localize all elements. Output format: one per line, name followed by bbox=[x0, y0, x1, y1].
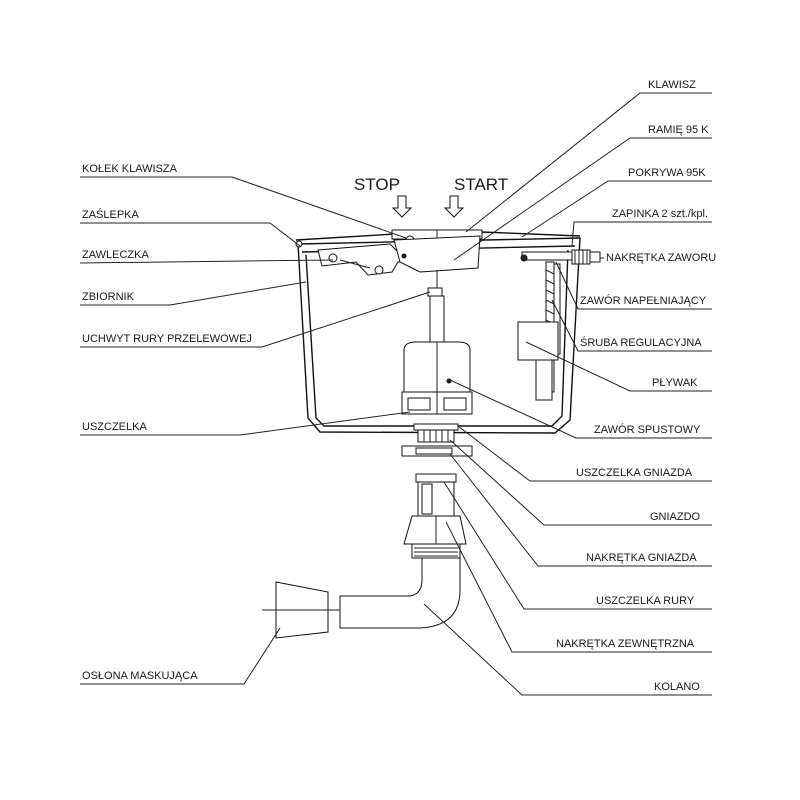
label-uchwyt-rury: UCHWYT RURY PRZELEWOWEJ bbox=[82, 333, 252, 345]
label-zawor-spustowy: ZAWÓR SPUSTOWY bbox=[594, 423, 701, 436]
leader-nakretka-gniazda bbox=[449, 453, 712, 567]
leader-uchwyt-rury bbox=[80, 291, 431, 348]
label-oslona: OSŁONA MASKUJĄCA bbox=[82, 670, 198, 682]
label-zapinka: ZAPINKA 2 szt./kpl. bbox=[612, 208, 708, 220]
leader-kolek-klawisza bbox=[80, 176, 407, 239]
leader-uszczelka-gniazda bbox=[457, 425, 712, 482]
leader-uszczelka-rury bbox=[443, 481, 712, 610]
leader-zaslepka bbox=[80, 222, 301, 247]
masking-cover bbox=[262, 581, 340, 639]
valve-seat bbox=[401, 423, 473, 457]
leader-sruba bbox=[551, 299, 712, 352]
elbow-pipe bbox=[339, 557, 461, 629]
start-arrow-icon bbox=[443, 195, 465, 218]
leader-zapinka bbox=[571, 221, 712, 247]
leader-uszczelka bbox=[80, 411, 411, 436]
label-plywak: PŁYWAK bbox=[652, 377, 698, 389]
label-uszczelka: USZCZELKA bbox=[82, 421, 147, 433]
leader-gniazdo bbox=[449, 439, 712, 526]
label-gniazdo: GNIAZDO bbox=[650, 511, 701, 523]
left-labels: KOŁEK KLAWISZA ZAŚLEPKA ZAWLECZKA ZBIORN… bbox=[79, 163, 431, 685]
filling-valve bbox=[517, 249, 601, 401]
overflow-tube bbox=[427, 270, 445, 345]
stop-label: STOP bbox=[354, 175, 400, 194]
leader-zawor-napelniajacy bbox=[555, 261, 712, 310]
leader-kolano bbox=[423, 603, 712, 696]
flush-valve bbox=[401, 341, 473, 415]
pipe-assembly bbox=[403, 473, 467, 559]
label-zaslepka: ZAŚLEPKA bbox=[82, 208, 140, 221]
label-zawor-napelniajacy: ZAWÓR NAPEŁNIAJĄCY bbox=[580, 294, 707, 307]
leader-pokrywa bbox=[521, 180, 712, 238]
leader-nakretka-zewnetrzna bbox=[445, 521, 712, 653]
label-uszczelka-rury: USZCZELKA RURY bbox=[596, 595, 695, 607]
leader-plywak bbox=[525, 341, 712, 392]
label-nakretka-gniazda: NAKRĘTKA GNIAZDA bbox=[586, 552, 697, 564]
leader-zawor-spustowy bbox=[449, 379, 712, 439]
label-zbiornik: ZBIORNIK bbox=[82, 291, 135, 303]
label-pokrywa: POKRYWA 95K bbox=[628, 167, 706, 179]
stop-arrow-icon bbox=[391, 195, 413, 218]
label-uszczelka-gniazda: USZCZELKA GNIAZDA bbox=[576, 467, 693, 479]
leader-oslona bbox=[80, 627, 281, 685]
leader-zawleczka bbox=[79, 259, 334, 264]
label-sruba: ŚRUBA REGULACYJNA bbox=[580, 336, 702, 349]
lever-arm bbox=[317, 235, 481, 276]
label-nakretka-zewnetrzna: NAKRĘTKA ZEWNĘTRZNA bbox=[556, 638, 695, 650]
label-ramie: RAMIĘ 95 K bbox=[648, 124, 709, 136]
label-nakretka-zaworu: NAKRĘTKA ZAWORU bbox=[606, 252, 716, 264]
leader-ramie bbox=[453, 137, 712, 261]
leader-zbiornik bbox=[80, 281, 307, 306]
leader-klawisz bbox=[465, 92, 712, 233]
stop-start-indicators: STOP START bbox=[354, 175, 508, 218]
start-label: START bbox=[454, 175, 508, 194]
label-kolano: KOLANO bbox=[654, 681, 700, 693]
right-labels: KLAWISZ RAMIĘ 95 K POKRYWA 95K ZAPINKA 2… bbox=[423, 79, 716, 696]
label-zawleczka: ZAWLECZKA bbox=[82, 249, 149, 261]
label-kolek-klawisza: KOŁEK KLAWISZA bbox=[82, 163, 178, 175]
label-klawisz: KLAWISZ bbox=[648, 79, 696, 91]
